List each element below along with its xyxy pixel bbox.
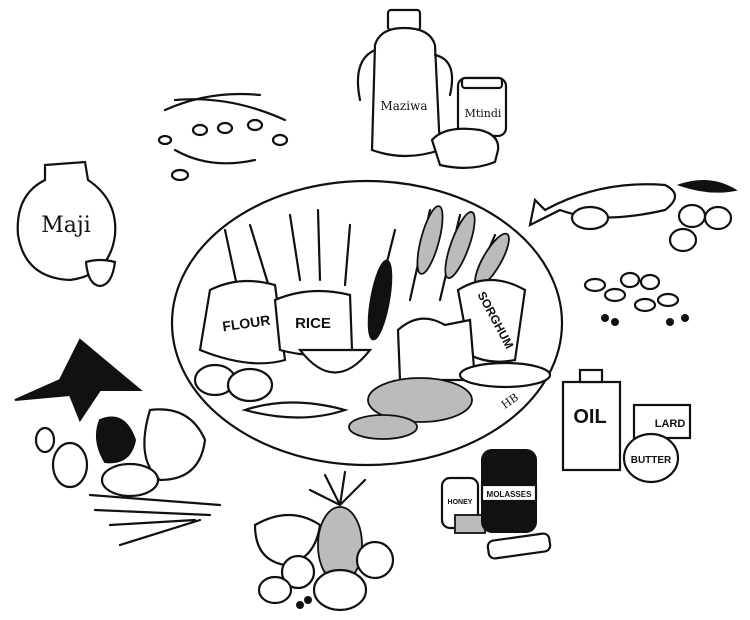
round-bread — [367, 377, 473, 423]
chapati-stack — [348, 414, 418, 440]
butter-label: BUTTER — [631, 455, 672, 466]
staples-plate: FLOUR RICE SORGHUM HB — [170, 179, 564, 467]
honey-label: HONEY — [448, 499, 473, 506]
lard-block: LARD — [632, 403, 692, 440]
water-label: Maji — [41, 213, 91, 238]
cheese-wheel — [430, 127, 500, 169]
bread-loaf — [396, 317, 477, 382]
vegetables — [14, 338, 222, 547]
honey-jar: HONEY — [440, 476, 486, 534]
legumes — [157, 92, 289, 182]
molasses-label: MOLASSES — [487, 490, 533, 499]
sugar-cane — [486, 532, 552, 560]
oil-can: OIL — [561, 368, 622, 472]
water-cup — [84, 258, 117, 288]
yogurt-label: Mtindi — [465, 107, 502, 120]
butter-pot: BUTTER — [622, 432, 680, 484]
flour-label: FLOUR — [221, 312, 271, 335]
lard-label: LARD — [655, 418, 686, 430]
potatoes — [193, 363, 349, 419]
rice-label: RICE — [295, 315, 331, 332]
oil-label: OIL — [573, 406, 606, 428]
molasses-jar: MOLASSES — [480, 449, 538, 533]
nuts-seeds — [583, 271, 689, 326]
water-pot: Maji — [16, 160, 117, 288]
rice-sack: RICE — [273, 289, 354, 357]
fruits — [253, 470, 395, 612]
rice-bowl — [297, 348, 373, 374]
milk-label: Maziwa — [380, 99, 427, 113]
plate-outline — [170, 179, 564, 467]
artist-signature: HB — [499, 391, 521, 412]
milk-jug: Maziwa — [356, 8, 454, 158]
yogurt-jar: Mtindi — [456, 76, 508, 138]
protein-foods — [528, 180, 738, 253]
flour-sack: FLOUR — [198, 279, 287, 365]
pasta-plate — [458, 361, 552, 389]
sorghum-sack: SORGHUM — [456, 279, 527, 363]
